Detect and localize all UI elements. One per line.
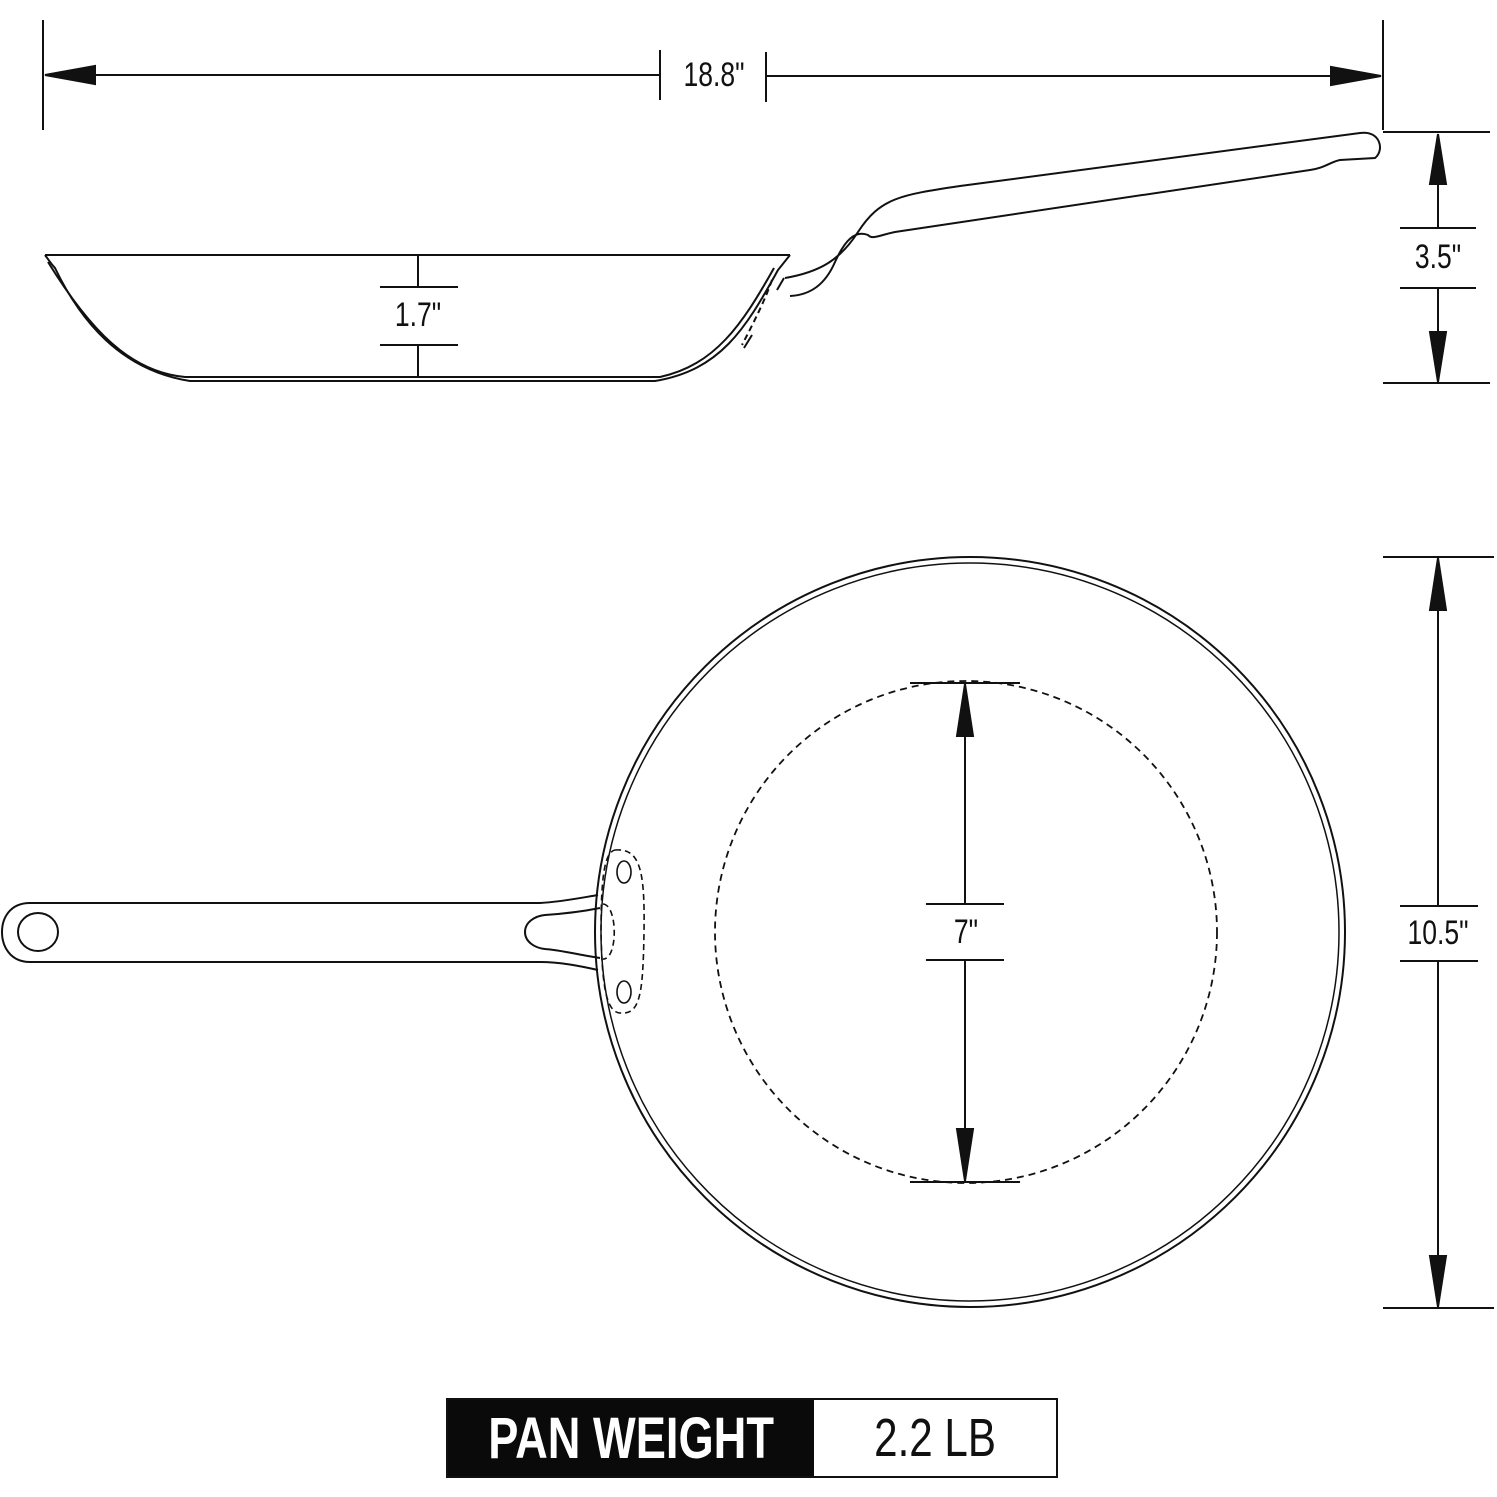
- depth-label: 1.7": [394, 296, 442, 334]
- pan-weight-label: PAN WEIGHT: [448, 1400, 814, 1476]
- handle-rise-label: 3.5": [1414, 238, 1462, 276]
- surface-diameter-dimension: [910, 682, 1020, 1183]
- overall-length-dimension: [42, 20, 1384, 130]
- pan-weight-value-text: 2.2 LB: [874, 1408, 996, 1468]
- pan-top-view: [0, 556, 1346, 1308]
- top-diameter-label: 10.5": [1407, 914, 1469, 952]
- pan-weight-badge: PAN WEIGHT 2.2 LB: [446, 1398, 1058, 1478]
- depth-dimension: [380, 256, 458, 377]
- top-diameter-dimension: [1383, 556, 1494, 1309]
- pan-weight-label-text: PAN WEIGHT: [488, 1405, 774, 1471]
- overall-length-label: 18.8": [683, 56, 745, 94]
- handle-rise-dimension: [1383, 131, 1490, 384]
- surface-diameter-label: 7": [953, 913, 979, 951]
- pan-side-view: [44, 131, 1381, 382]
- pan-weight-value: 2.2 LB: [814, 1400, 1056, 1476]
